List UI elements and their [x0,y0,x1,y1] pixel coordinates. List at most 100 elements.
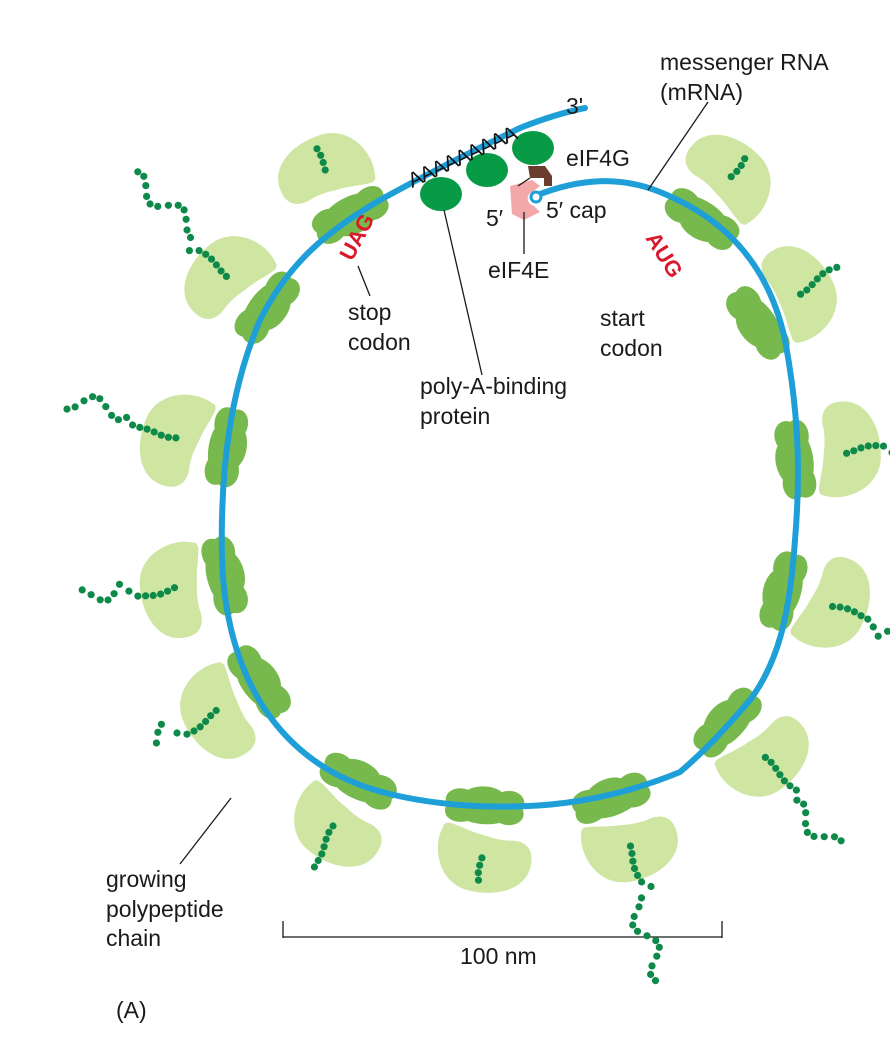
polypeptide-residue [157,431,165,439]
eif4g-icon [528,166,552,186]
panel-label: (A) [116,997,147,1023]
polypeptide-residue [801,820,810,828]
polypeptide-residue [125,587,133,595]
polypeptide-residue [653,952,661,960]
start-codon-label-line1: start [600,305,645,331]
five-prime-label: 5′ [486,205,503,231]
polypeptide-residue [182,215,190,223]
polypeptide-residue [170,584,179,592]
polypeptide-residue [629,921,637,929]
polypeptide-residue [164,201,172,209]
polypeptide-residue [202,250,210,258]
polypeptide-residue [114,416,122,424]
polypeptide-residue [217,267,225,275]
polypeptide-residue [149,591,157,600]
polypeptide-residue [80,397,88,405]
polypeptide-residue [786,782,794,790]
polypeptide-residue [813,275,821,283]
polypeptide-residue [655,943,663,951]
polypeptide-residue [634,871,642,880]
polypeptide-residue [102,403,110,411]
ribosome-icon [437,786,532,893]
polypeptide-residue [825,266,833,274]
polypeptide-residue [157,720,165,728]
polypeptide-residue [803,286,811,294]
eif4e-icon [510,180,540,220]
polypeptide-residue [110,590,118,598]
polypeptide-residue [78,586,86,594]
ribosome-icon [726,246,837,360]
polypeptide-residue [803,828,812,837]
eif4g-label: eIF4G [566,145,630,171]
polypeptide-residue [318,850,326,858]
polypeptide-residue [630,912,638,921]
polypeptide-residue [857,444,865,452]
mrna-label-line1: messenger RNA [660,49,829,75]
polypeptide-residue [314,856,322,865]
polypeptide-residue [648,962,656,970]
polypeptide-residue [767,758,775,766]
polypeptide-residue [643,932,651,940]
polypeptide-residue [637,894,646,902]
polypeptide-residue [864,615,872,623]
polypeptide-residue [212,261,220,269]
stop-codon-label-line2: codon [348,329,411,355]
ribosome-icon [759,551,870,648]
ribosome-icon [294,752,397,867]
polypeptide-residue [185,247,193,255]
polypeptide-residue [647,970,655,979]
polypeptide-residue [733,167,741,175]
polypeptide-residue [104,596,112,604]
scale-bar [282,921,723,938]
polypeptide-residue [638,878,646,886]
mrna-strand [218,105,801,810]
polypeptide-residue [857,612,865,620]
polypeptide-residue [152,739,160,747]
polypeptide-residue [207,712,215,720]
polypeptide-residue [843,449,851,457]
polypeptide-residue [142,592,150,600]
polypeptide-residue [321,166,329,174]
polypeptide-residue [651,977,660,985]
polypeptide-residue [850,608,859,616]
cap-icon [529,190,543,204]
polypeptide-residue [874,632,882,640]
polypeptide-residue [115,580,124,588]
polypeptide-residue [143,192,151,200]
polypeptide-residue [172,434,180,442]
polypeptide-residue [325,828,333,836]
polypeptide-residue [879,442,888,450]
polypeptide-residue [96,596,104,604]
polypeptide-residue [140,172,148,180]
chain-label-line3: chain [106,925,161,951]
ribosome-icon [774,401,881,500]
polypeptide-residue [727,173,735,181]
polypeptide-residue [183,730,191,738]
polypeptide-residue [797,290,805,298]
polypeptide-residue [737,161,745,170]
polypeptide-residue [843,605,852,613]
polypeptide-residue [329,822,337,830]
chain-label-line1: growing [106,866,187,892]
polypeptide-residue [310,863,318,871]
polypeptide-residue [837,837,845,845]
polypeptide-residue [164,587,172,595]
polypeptide-residue [810,832,818,841]
polypeptide-residue [741,155,749,163]
polypeptide-residue [635,903,643,911]
polypeptide-residue [780,777,789,785]
polypeptide-residue [833,263,841,271]
polypeptide-residue [626,842,635,850]
polypeptide-residue [792,786,801,794]
polypeptide-residue [142,182,150,190]
polypeptide-residue [793,796,801,804]
polypeptide-residue [828,602,837,611]
ribosome-icon [139,536,248,639]
polypeptide-residue [802,809,810,817]
polypeptide-residue [123,413,131,421]
polypeptide-residue [322,835,330,843]
polypeptide-residue [196,723,204,731]
polypeptide-residue [633,927,642,935]
